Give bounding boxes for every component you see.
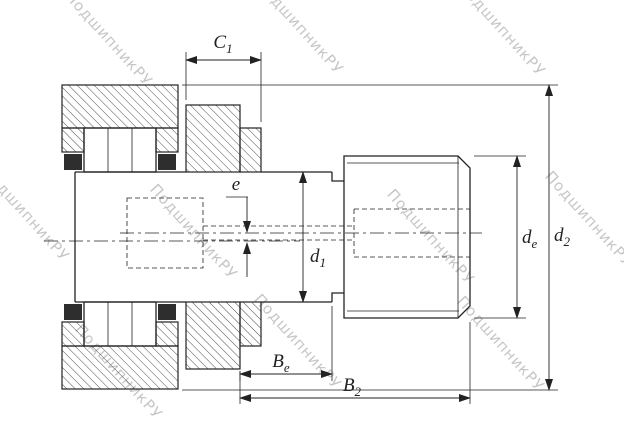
dim-label-e: e bbox=[232, 174, 240, 195]
washer-bottom-section bbox=[239, 301, 262, 347]
dimension-c1: C1 bbox=[185, 32, 262, 122]
dimension-d2: d2 bbox=[182, 84, 571, 391]
dim-label-de: de bbox=[522, 227, 538, 251]
seals bbox=[64, 154, 176, 320]
ring-lip-bottom-left bbox=[61, 321, 85, 347]
inner-recess-hidden bbox=[126, 197, 204, 269]
dim-label-b2: B2 bbox=[343, 375, 362, 399]
watermark-text: ПодшипникРУ bbox=[250, 290, 345, 393]
dimension-b2: B2 bbox=[239, 322, 471, 404]
watermark-text: ПодшипникРУ bbox=[454, 0, 549, 80]
stud-profile bbox=[74, 155, 471, 319]
sectioned-parts bbox=[61, 84, 262, 390]
outer-ring-bottom-section bbox=[61, 345, 179, 390]
flange-bottom-section bbox=[185, 301, 241, 370]
dimension-e: e bbox=[226, 174, 251, 277]
ring-lip-bottom-right bbox=[155, 321, 179, 347]
dimension-d1: d1 bbox=[299, 171, 326, 303]
ring-lip-top-left bbox=[61, 127, 85, 153]
dim-label-c1: C1 bbox=[213, 32, 232, 56]
seal-top-right bbox=[158, 154, 176, 170]
watermark-text: ПодшипникРУ bbox=[61, 0, 156, 90]
watermark-text: ПодшипникРУ bbox=[252, 0, 347, 78]
thread-relief-groove-top bbox=[331, 172, 344, 182]
threaded-section-outline bbox=[343, 155, 471, 319]
seal-top-left bbox=[64, 154, 82, 170]
dim-label-d2: d2 bbox=[554, 225, 571, 249]
washer-top-section bbox=[239, 127, 262, 173]
seal-bottom-left bbox=[64, 304, 82, 320]
thread-relief-groove-bottom bbox=[331, 292, 344, 302]
outer-ring-top-section bbox=[61, 84, 179, 129]
dimension-de: de bbox=[474, 155, 538, 319]
hidden-internal-features bbox=[126, 197, 470, 269]
watermark-text: ПодшипникРУ bbox=[0, 162, 73, 265]
roller-row-top bbox=[83, 127, 157, 173]
watermark-text: ПодшипникРУ bbox=[383, 185, 478, 288]
needle-rollers bbox=[83, 127, 157, 347]
dim-label-d1: d1 bbox=[310, 246, 326, 270]
dim-label-be: Be bbox=[272, 351, 290, 375]
ring-lip-top-right bbox=[155, 127, 179, 153]
watermark-text: ПодшипникРУ bbox=[146, 180, 241, 283]
watermark-text: ПодшипникРУ bbox=[541, 167, 624, 270]
flange-top-section bbox=[185, 104, 241, 173]
seal-bottom-right bbox=[158, 304, 176, 320]
dimension-be: Be bbox=[239, 306, 333, 381]
